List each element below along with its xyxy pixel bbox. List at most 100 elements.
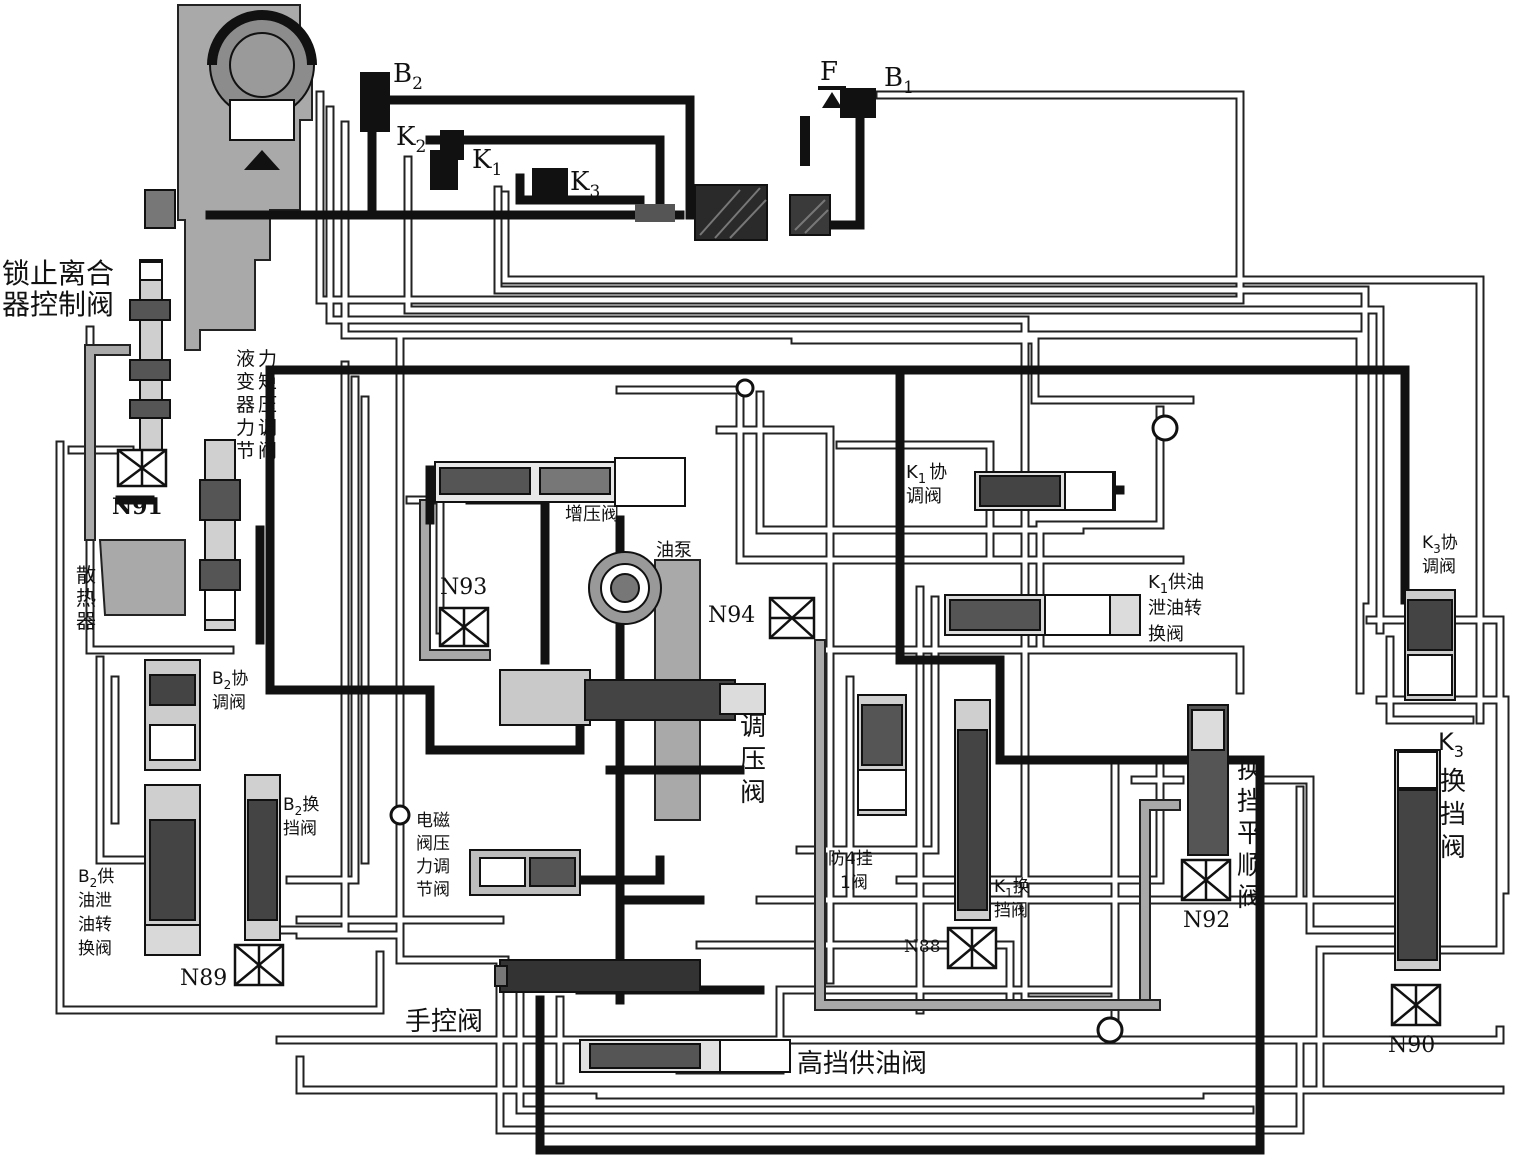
svg-text:阀: 阀 — [1440, 833, 1466, 863]
sol-pressure-valve — [469, 849, 581, 896]
svg-text:换: 换 — [1440, 767, 1466, 797]
line-fills — [57, 92, 1508, 1133]
shift-smooth-valve — [1187, 704, 1229, 856]
svg-text:压: 压 — [740, 745, 766, 775]
label-b2-coord-2: 调阀 — [212, 693, 246, 713]
label-k1-supply-3: 换阀 — [1148, 624, 1184, 645]
k1-block — [440, 130, 464, 160]
label-k3-coord-2: 调阀 — [1422, 557, 1456, 577]
svg-text:力: 力 — [258, 348, 277, 370]
label-b2-supply-4: 换阀 — [78, 939, 112, 959]
radiator-housing — [98, 539, 186, 616]
label-anti-4-1-2: 1阀 — [840, 873, 868, 893]
label-shift-smooth: 换 挡 平 顺 阀 — [1237, 755, 1263, 913]
label-k3-shift-col: 换 挡 阀 — [1440, 767, 1466, 863]
n93-coil — [438, 606, 490, 648]
label-pressure-reg: 调 压 阀 — [740, 712, 766, 808]
label-b2: B2 — [393, 59, 423, 94]
label-k3-shift-1: K3 — [1438, 728, 1464, 761]
boost-valve — [434, 457, 686, 507]
check-ball-4 — [1096, 1016, 1124, 1044]
label-b2-shift-1: B2换 — [283, 795, 319, 818]
torque-converter — [144, 10, 317, 229]
k3-shift-valve — [1394, 749, 1441, 971]
svg-text:调: 调 — [258, 417, 277, 439]
label-n91: N91 — [112, 494, 163, 520]
b1-block — [840, 88, 876, 118]
svg-text:换: 换 — [1237, 755, 1263, 785]
b2-block — [360, 72, 390, 132]
b2-supply-valve — [144, 784, 201, 956]
n94-coil — [768, 596, 816, 640]
label-b2-shift-2: 挡阀 — [283, 819, 317, 839]
label-sol-pressure: 电磁 阀压 力调 节阀 — [416, 811, 450, 900]
label-n90: N90 — [1388, 1033, 1435, 1058]
label-tc-pressure: 液 变 器 力 节 力 矩 压 调 阀 — [236, 348, 277, 462]
manual-valve-body — [494, 959, 701, 993]
svg-text:压: 压 — [258, 394, 277, 416]
label-k1-coord-2: 调阀 — [906, 486, 942, 507]
svg-text:力: 力 — [236, 417, 255, 439]
check-ball-2 — [1151, 414, 1179, 442]
label-n88: N88 — [904, 937, 941, 957]
tc-pressure-valve — [199, 439, 241, 631]
svg-text:液: 液 — [236, 348, 255, 370]
k1-shift-valve — [954, 699, 991, 921]
svg-text:顺: 顺 — [1237, 851, 1263, 881]
high-gear-supply-valve — [579, 1039, 791, 1073]
channel-grey-3 — [814, 639, 1161, 1011]
svg-text:节阀: 节阀 — [416, 880, 450, 900]
svg-text:散: 散 — [76, 563, 96, 587]
svg-text:变: 变 — [236, 371, 255, 393]
svg-text:调: 调 — [740, 712, 766, 742]
svg-text:器: 器 — [76, 609, 96, 633]
svg-text:力调: 力调 — [416, 857, 450, 877]
label-k3-coord-1: K3协 — [1422, 533, 1458, 556]
svg-text:阀压: 阀压 — [416, 834, 450, 854]
planetary-gears — [635, 184, 831, 241]
svg-text:器: 器 — [236, 394, 255, 416]
label-k2: K2 — [396, 122, 426, 157]
n92-coil — [1180, 858, 1232, 902]
svg-text:矩: 矩 — [258, 371, 277, 393]
label-high-gear-supply: 高挡供油阀 — [797, 1049, 927, 1079]
svg-text:电磁: 电磁 — [416, 811, 450, 831]
k3-block — [532, 168, 568, 200]
label-k1-supply-1: K1供油 — [1148, 572, 1204, 597]
svg-text:平: 平 — [1237, 819, 1263, 849]
svg-text:挡: 挡 — [1237, 787, 1263, 817]
valve-bodies — [129, 259, 1456, 1073]
b2-coord-valve — [144, 659, 201, 771]
svg-text:热: 热 — [76, 586, 96, 610]
channel-grey-4 — [1139, 799, 1181, 1001]
label-k1: K1 — [472, 145, 502, 180]
svg-text:挡: 挡 — [1440, 800, 1466, 830]
hydraulic-lines — [55, 90, 1510, 1135]
k3-coord-valve — [1404, 589, 1456, 701]
f-oneway — [822, 92, 842, 108]
svg-text:阀: 阀 — [258, 440, 277, 462]
label-oil-pump: 油泵 — [656, 540, 692, 561]
svg-text:阀: 阀 — [740, 778, 766, 808]
b2-shift-valve — [244, 774, 281, 941]
label-k1-shift-1: K1换 — [994, 877, 1030, 900]
label-b2-coord-1: B2协 — [212, 669, 248, 692]
pressure-regulator-valve — [499, 669, 766, 726]
label-lockup-2: 器控制阀 — [2, 288, 114, 321]
channel-grey-1 — [84, 344, 131, 541]
k1-supply-valve — [944, 594, 1141, 636]
oil-pump — [588, 551, 662, 625]
anti-4-1-valve — [857, 694, 907, 816]
n88-coil — [946, 926, 998, 970]
check-ball-3 — [389, 804, 411, 826]
check-ball-1 — [735, 378, 755, 398]
solenoid-coils — [116, 448, 1442, 1027]
labels: B2 K2 K1 K3 F B1 锁止离合 器控制阀 液 变 器 力 节 力 矩… — [2, 57, 1466, 1079]
label-n89: N89 — [180, 966, 227, 991]
label-radiator: 散 热 器 — [76, 563, 96, 633]
n91-coil — [116, 448, 168, 488]
label-n94: N94 — [708, 603, 755, 628]
